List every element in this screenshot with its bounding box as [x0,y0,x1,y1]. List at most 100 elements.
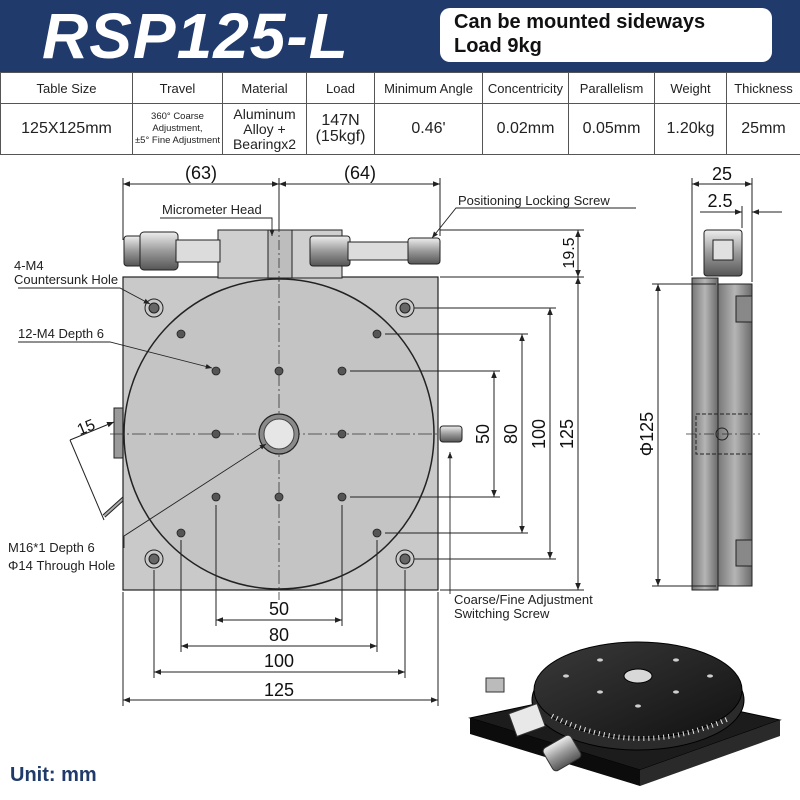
countersunk-hole-core [399,553,411,565]
dim-100-h: 100 [264,651,294,671]
locking-screw [407,237,441,265]
label-locking-screw: Positioning Locking Screw [458,193,610,208]
side-dimensions [652,178,782,587]
dim-50-v: 50 [473,424,493,444]
countersunk-hole [144,549,164,569]
spec-header-travel: Travel [132,72,223,104]
countersunk-hole-core [148,302,160,314]
label-m16: M16*1 Depth 6 [8,540,95,555]
side-dimension-labels: 25 2.5 Φ125 [637,164,733,456]
m4-hole [211,492,221,502]
side-lever-highlight [103,497,125,517]
center-hole-inner [263,418,295,450]
photo-hole [563,674,569,678]
spec-header-weight: Weight [654,72,727,104]
side-knob-face [712,239,734,261]
spec-concentricity: 0.02mm [482,103,569,155]
spec-parallelism: 0.05mm [568,103,655,155]
spec-table-size: 125X125mm [0,103,133,155]
dim-15: 15 [75,417,98,439]
m4-hole [211,429,221,439]
spec-material-line: Alloy + [243,120,286,137]
switching-screw [439,425,463,443]
photo-lever [485,677,505,693]
photo-micrometer-thimble [542,734,582,772]
dim-25: 25 [712,164,732,184]
m4-hole [176,329,186,339]
spec-header-concentricity: Concentricity [482,72,569,104]
countersunk-hole [144,298,164,318]
spec-header-parallelism: Parallelism [568,72,655,104]
dim-100-v: 100 [529,419,549,449]
m4-hole [337,492,347,502]
product-photo [468,641,782,786]
label-switch-2: Switching Screw [454,606,550,621]
label-4m4: 4-M4 [14,258,44,273]
leader-lines [18,207,636,594]
header-bar: RSP125-L Can be mounted sideways Load 9k… [0,0,800,72]
leader-micrometer [160,217,275,236]
spec-header-table-size: Table Size [0,72,133,104]
callout-labels: Micrometer Head Positioning Locking Scre… [8,193,610,621]
right-spindle-body [309,235,351,267]
m4-hole [337,429,347,439]
dim-64: (64) [344,163,376,183]
photo-hole [597,690,603,694]
photo-base-side-right [640,720,780,786]
spec-load-line: (15kgf) [315,128,366,145]
m4-hole [337,366,347,376]
dim-63: (63) [185,163,217,183]
spec-weight: 1.20kg [654,103,727,155]
micrometer-clamp [267,229,293,279]
label-micrometer-head: Micrometer Head [162,202,262,217]
leader-4m4 [18,287,151,305]
countersunk-hole-core [148,553,160,565]
dim-125-h: 125 [264,680,294,700]
model-title: RSP125-L [42,0,349,72]
countersunk-hole-core [399,302,411,314]
dim-line-15 [69,421,115,441]
spec-material-line: Bearingx2 [232,135,297,152]
photo-hole [707,674,713,678]
label-12m4: 12-M4 Depth 6 [18,326,104,341]
micrometer-thimble [139,231,179,271]
dim-19-5: 19.5 [561,237,578,268]
leader-12m4 [18,341,213,369]
spec-travel-line: ±5° Fine Adjustment [134,135,221,146]
right-spindle-shaft [347,241,409,261]
micrometer-thimble-cap [123,235,143,267]
m4-hole [274,492,284,502]
dim-125-v: 125 [557,419,577,449]
spec-travel-line: Adjustment, [152,123,203,134]
side-table [717,283,753,587]
front-dimensions [69,178,584,706]
tapped-holes [176,329,382,538]
side-screw [735,295,753,323]
ext-line [69,439,105,521]
callout-line-sideways: Can be mounted sideways [454,11,706,33]
spec-header-min-angle: Minimum Angle [374,72,483,104]
callout-line-load: Load 9kg [454,35,542,57]
spec-table: Table Size Travel Material Load Minimum … [0,72,800,155]
label-through-hole: Φ14 Through Hole [8,558,115,573]
side-view [686,229,760,591]
photo-table-top [533,641,743,739]
dim-2-5: 2.5 [707,191,732,211]
photo-hole [635,704,641,708]
m4-hole [372,528,382,538]
feature-callout: Can be mounted sideways Load 9kg [440,8,772,62]
spec-material: Aluminum Alloy + Bearingx2 [222,103,307,155]
spec-travel: 360° Coarse Adjustment, ±5° Fine Adjustm… [132,103,223,155]
spec-min-angle: 0.46' [374,103,483,155]
countersunk-holes [144,298,415,569]
spec-travel-line: 360° Coarse [151,111,204,122]
spec-material-line: Aluminum [233,105,296,122]
m4-hole [372,329,382,339]
label-switch-1: Coarse/Fine Adjustment [454,592,593,607]
spec-header-load: Load [306,72,375,104]
dim-50-h: 50 [269,599,289,619]
unit-label: Unit: mm [10,764,97,786]
front-view [102,222,463,600]
m4-hole [274,366,284,376]
